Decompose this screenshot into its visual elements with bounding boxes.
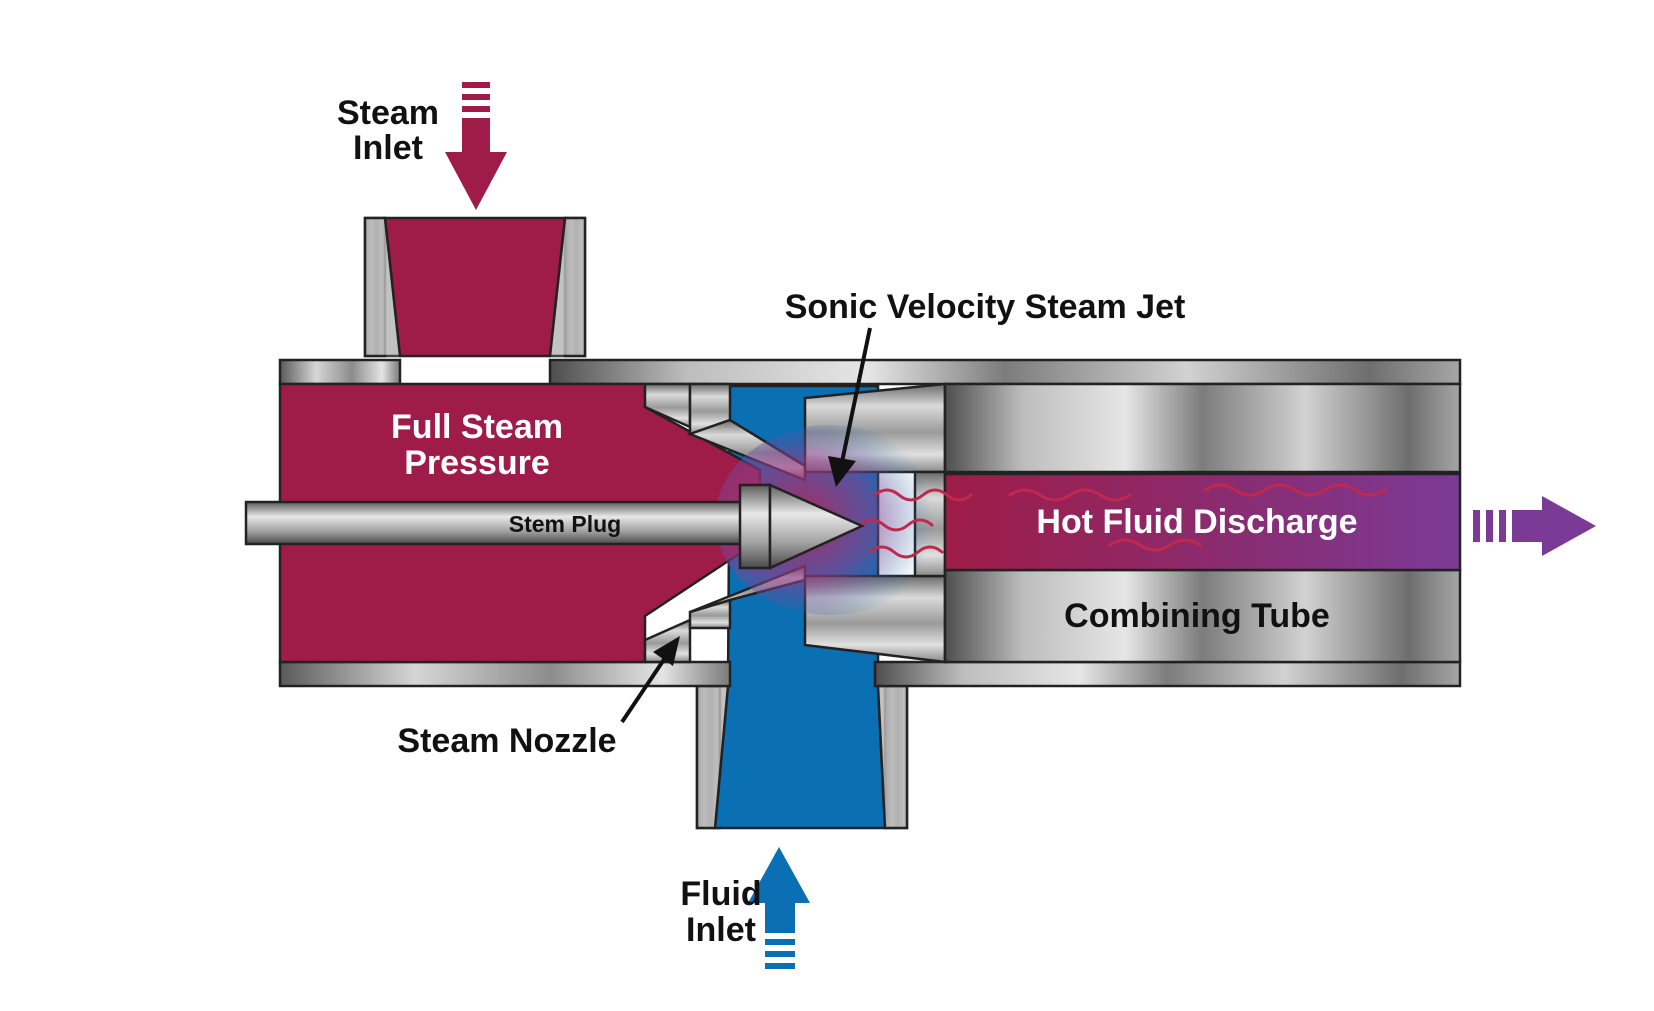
sonic-jet-leader-arrow [828,327,872,487]
stem-plug-label: Stem Plug [509,511,621,537]
turbulence-waves [858,483,1387,559]
full-steam-label-1: Full Steam [391,408,563,446]
fluid-inlet-label-2: Inlet [686,911,756,949]
stem-plug [244,483,866,570]
bottom-wall-right [873,660,1462,688]
fluid-inlet-label-1: Fluid [680,875,761,913]
top-wall-right [548,358,1462,386]
combining-tube-label: Combining Tube [1064,597,1330,635]
combining-tube-lower [943,568,1462,664]
full-steam-label-2: Pressure [404,444,550,482]
hot-fluid-label: Hot Fluid Discharge [1036,503,1357,541]
steam-inlet-label-2: Inlet [353,129,423,167]
steam-inlet-label-1: Steam [337,94,439,132]
steam-nozzle-leader-arrow [620,636,680,724]
sonic-jet-label: Sonic Velocity Steam Jet [785,288,1186,326]
steam-inlet-arrow-icon [445,82,507,210]
top-wall-left [278,358,402,386]
bottom-wall-left [278,660,732,688]
discharge-arrow-icon [1473,496,1596,556]
steam-inlet-channel [383,216,567,358]
steam-inlet-pipe [363,216,587,358]
fluid-inlet-arrow-icon [748,847,810,969]
steam-nozzle-label: Steam Nozzle [397,722,616,760]
combining-tube-upper [943,382,1462,474]
